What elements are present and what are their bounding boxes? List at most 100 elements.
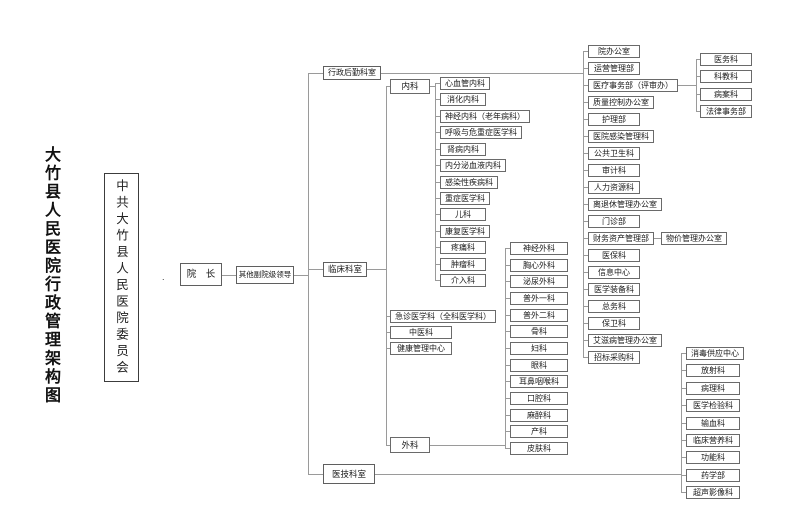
org-node: 口腔科 — [510, 391, 568, 405]
org-node: 护理部 — [588, 112, 640, 126]
org-node: 重症医学科 — [440, 191, 490, 205]
org-node: 药学部 — [686, 468, 740, 482]
org-node: 审计科 — [588, 163, 640, 177]
connector-line — [681, 475, 686, 476]
connector-line — [505, 448, 510, 449]
org-node: 医疗事务部（评审办） — [588, 78, 678, 92]
connector-line — [583, 51, 588, 52]
connector-line — [505, 331, 510, 332]
org-node: 内分泌血液内科 — [440, 158, 506, 172]
org-node: 招标采购科 — [588, 350, 640, 364]
connector-line — [583, 102, 588, 103]
org-node: 感染性疾病科 — [440, 175, 498, 189]
connector-line — [430, 445, 505, 446]
connector-line — [583, 204, 588, 205]
org-node: 人力资源科 — [588, 180, 640, 194]
org-node: 财务资产管理部 — [588, 231, 654, 245]
connector-line — [435, 83, 436, 280]
connector-line — [681, 388, 686, 389]
org-node: 医务科 — [700, 52, 752, 66]
connector-line — [681, 423, 686, 424]
org-node: 皮肤科 — [510, 441, 568, 455]
org-node: 健康管理中心 — [390, 341, 452, 355]
connector-line — [435, 165, 440, 166]
connector-line — [435, 214, 440, 215]
connector-line — [435, 99, 440, 100]
org-node: 外科 — [390, 437, 430, 453]
branch-admin-logistics: 行政后勤科室 — [323, 66, 381, 80]
connector-line — [386, 86, 390, 87]
org-node: 医院感染管理科 — [588, 129, 654, 143]
connector-line — [435, 231, 440, 232]
connector-line — [430, 86, 435, 87]
connector-line — [696, 94, 700, 95]
org-node: 保卫科 — [588, 316, 640, 330]
connector-line — [583, 306, 588, 307]
connector-line — [381, 73, 583, 74]
org-node: 院办公室 — [588, 44, 640, 58]
org-node: 中医科 — [390, 325, 452, 339]
deputy-leaders-box: 其他副院级领导 — [236, 266, 294, 284]
connector-line — [505, 431, 510, 432]
org-node: 产科 — [510, 424, 568, 438]
org-node: 眼科 — [510, 358, 568, 372]
connector-line — [681, 370, 686, 371]
org-node: 病理科 — [686, 381, 740, 395]
org-node: 呼吸与危重症医学科 — [440, 125, 522, 139]
org-node: 肾病内科 — [440, 142, 486, 156]
connector-line — [583, 238, 588, 239]
org-node: 胸心外科 — [510, 258, 568, 272]
org-node: 信息中心 — [588, 265, 640, 279]
org-node: 介入科 — [440, 273, 486, 287]
connector-line — [505, 365, 510, 366]
connector-line — [386, 348, 390, 349]
connector-line — [505, 315, 510, 316]
connector-line — [681, 492, 686, 493]
org-node: 急诊医学科（全科医学科） — [390, 309, 496, 323]
connector-line — [583, 289, 588, 290]
connector-line — [222, 275, 236, 276]
connector-line — [435, 247, 440, 248]
connector-line — [505, 265, 510, 266]
connector-line — [308, 73, 323, 74]
connector-line — [583, 153, 588, 154]
connector-line — [583, 119, 588, 120]
org-node: 临床营养科 — [686, 433, 740, 447]
connector-line — [505, 348, 510, 349]
org-node: 放射科 — [686, 363, 740, 377]
org-node: 超声影像科 — [686, 485, 740, 499]
org-node: 心血管内科 — [440, 76, 490, 90]
connector-line — [696, 59, 697, 111]
org-node: 普外一科 — [510, 291, 568, 305]
connector-line — [505, 281, 510, 282]
connector-line — [583, 272, 588, 273]
connector-line — [583, 68, 588, 69]
connector-line — [583, 187, 588, 188]
connector-line — [308, 269, 323, 270]
connector-line — [583, 357, 588, 358]
connector-line — [681, 353, 686, 354]
connector-line — [696, 111, 700, 112]
connector-line — [435, 83, 440, 84]
org-node: 物价管理办公室 — [661, 231, 727, 245]
connector-line — [435, 132, 440, 133]
connector-line — [367, 269, 386, 270]
connector-line — [386, 86, 387, 445]
connector-line — [583, 170, 588, 171]
connector-line — [505, 415, 510, 416]
org-node: 神经外科 — [510, 241, 568, 255]
org-node: 总务科 — [588, 299, 640, 313]
connector-line — [681, 353, 682, 492]
org-node: 神经内科（老年病科） — [440, 109, 530, 123]
stray-dot: . — [162, 272, 165, 282]
org-node: 法律事务部 — [700, 104, 752, 118]
connector-line — [505, 381, 510, 382]
org-node: 消化内科 — [440, 92, 486, 106]
connector-line — [308, 73, 309, 474]
party-committee-box: 中共大竹县人民医院委员会 — [104, 173, 139, 382]
connector-line — [681, 405, 686, 406]
connector-line — [505, 298, 510, 299]
connector-line — [583, 340, 588, 341]
connector-line — [435, 116, 440, 117]
